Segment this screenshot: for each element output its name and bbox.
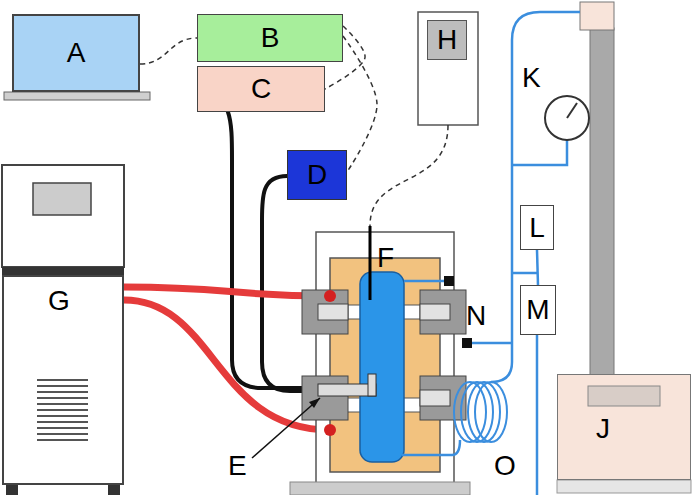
leader-arrowhead	[309, 398, 320, 408]
chiller-foot	[108, 485, 120, 495]
pipe	[404, 280, 446, 283]
clamp-slot	[420, 304, 450, 320]
cell-stand	[290, 482, 470, 495]
pipe	[536, 335, 539, 495]
pipe	[512, 140, 567, 165]
press-base-fill	[557, 374, 691, 480]
part-letter: B	[261, 24, 280, 52]
clamp-slot	[420, 390, 450, 406]
signal-wire	[343, 36, 377, 172]
clamp	[302, 290, 348, 334]
press-display	[588, 386, 660, 406]
coil-turn	[461, 382, 493, 442]
pipe	[402, 440, 460, 455]
valve	[462, 338, 472, 348]
pressure-coil	[454, 382, 507, 442]
pressure-gauge	[545, 96, 589, 140]
instrument-box: D	[287, 150, 347, 200]
chiller-body	[2, 275, 124, 485]
clamp-slot	[318, 304, 348, 320]
press-base: J	[557, 374, 691, 480]
component-box: M	[520, 285, 556, 335]
thermometer-display: H	[427, 20, 467, 60]
pipe-link	[537, 250, 538, 285]
clamp	[420, 290, 466, 334]
part-letter: H	[437, 26, 457, 54]
callout-letter: N	[466, 302, 486, 330]
callout-letter: K	[522, 64, 541, 92]
part-letter: A	[67, 39, 86, 67]
coil-turn	[454, 382, 486, 442]
chiller-foot	[6, 485, 18, 495]
instrument-box: C	[197, 66, 325, 112]
gauge-needle	[567, 103, 577, 118]
chiller-band	[2, 267, 124, 275]
press-cap	[580, 2, 614, 30]
part-letter: M	[526, 296, 549, 324]
part-letter: C	[251, 75, 271, 103]
chiller-body: G	[2, 275, 124, 485]
callout-letter: O	[494, 452, 516, 480]
part-letter: J	[596, 415, 610, 443]
chiller-display	[33, 183, 91, 215]
chiller-vents	[37, 380, 88, 440]
part-letter: G	[48, 287, 70, 315]
pipe	[470, 342, 512, 345]
press-foot	[557, 480, 691, 493]
component-box: L	[520, 205, 554, 250]
coolant-hose	[124, 300, 330, 430]
clamp	[302, 376, 348, 420]
pipe	[491, 12, 580, 382]
laptop-screen: A	[12, 14, 140, 92]
electrode-tip	[368, 374, 376, 396]
temperature-probe	[369, 226, 372, 300]
hose-port	[324, 424, 336, 436]
pipe	[512, 272, 537, 275]
callout-letter: F	[377, 244, 394, 272]
instrument-box: B	[197, 14, 343, 62]
chiller-top	[2, 165, 124, 267]
cell-frame	[316, 232, 454, 484]
coil-turn	[468, 382, 500, 442]
electrode-cable	[262, 176, 318, 391]
electrode	[318, 384, 376, 396]
sample-chamber	[360, 272, 404, 462]
part-letter: D	[307, 161, 327, 189]
press-column	[590, 28, 614, 376]
callout-letter: E	[228, 452, 247, 480]
clamp	[420, 376, 466, 420]
signal-wire	[140, 38, 197, 64]
electrode-cable	[197, 92, 318, 388]
thermometer-housing	[418, 12, 478, 125]
leader-line	[252, 398, 320, 458]
laptop-base	[4, 92, 150, 100]
signal-wire	[370, 125, 448, 226]
part-letter: L	[529, 214, 545, 242]
hose-port	[324, 290, 336, 302]
coil-turn	[475, 382, 507, 442]
coolant-hose	[124, 287, 330, 296]
valve	[444, 276, 454, 286]
